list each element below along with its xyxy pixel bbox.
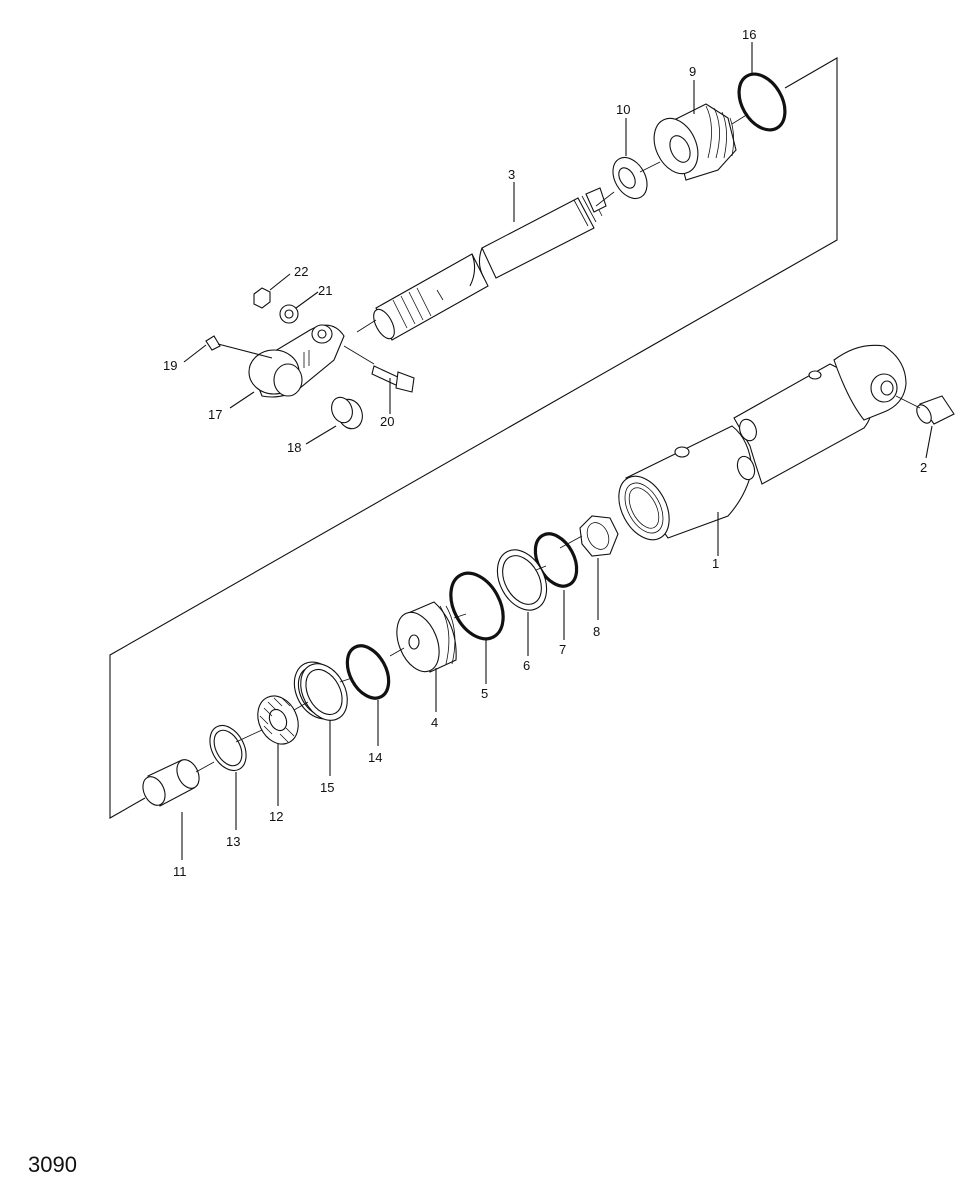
part-16-o-ring xyxy=(737,72,787,132)
callout-15: 15 xyxy=(320,780,334,795)
callout-20: 20 xyxy=(380,414,394,429)
callout-18: 18 xyxy=(287,440,301,455)
part-13-snap-ring xyxy=(209,724,247,772)
part-2-pin xyxy=(916,395,955,425)
callout-14: 14 xyxy=(368,750,382,765)
callout-17: 17 xyxy=(208,407,222,422)
callout-leader-lines xyxy=(181,42,933,860)
callout-7: 7 xyxy=(559,642,566,657)
callout-3: 3 xyxy=(508,167,515,182)
part-17-rod-eye xyxy=(248,324,345,398)
callout-21: 21 xyxy=(318,283,332,298)
callout-2: 2 xyxy=(920,460,927,475)
callout-19: 19 xyxy=(163,358,177,373)
part-11-bushing xyxy=(142,759,200,807)
part-15-snap-ring xyxy=(293,661,348,721)
callout-10: 10 xyxy=(616,102,630,117)
part-4-piston xyxy=(396,601,457,673)
assembly-axis-lines xyxy=(195,113,921,773)
part-19-grease-fitting xyxy=(205,335,221,351)
part-8-piston-nut xyxy=(579,515,619,557)
part-10-washer xyxy=(612,156,648,200)
callout-12: 12 xyxy=(269,809,283,824)
assembly-boundary-line xyxy=(109,57,838,819)
part-3-piston-rod xyxy=(373,187,607,341)
part-9-gland xyxy=(653,103,737,181)
callout-13: 13 xyxy=(226,834,240,849)
callout-5: 5 xyxy=(481,686,488,701)
callout-1: 1 xyxy=(712,556,719,571)
callout-22: 22 xyxy=(294,264,308,279)
callout-4: 4 xyxy=(431,715,438,730)
callout-9: 9 xyxy=(689,64,696,79)
part-14-o-ring xyxy=(345,644,391,700)
part-6-backup-ring xyxy=(496,549,548,611)
callout-16: 16 xyxy=(742,27,756,42)
part-21-nut xyxy=(279,304,299,324)
callout-11: 11 xyxy=(173,864,187,879)
figure-number: 3090 xyxy=(28,1152,77,1177)
part-12-wiper-seal xyxy=(257,695,299,745)
part-20-bolt xyxy=(371,365,415,393)
part-1-cylinder-barrel xyxy=(618,344,907,541)
part-22-lock-nut xyxy=(253,287,271,309)
part-18-bushing xyxy=(331,396,363,430)
callout-6: 6 xyxy=(523,658,530,673)
callout-8: 8 xyxy=(593,624,600,639)
